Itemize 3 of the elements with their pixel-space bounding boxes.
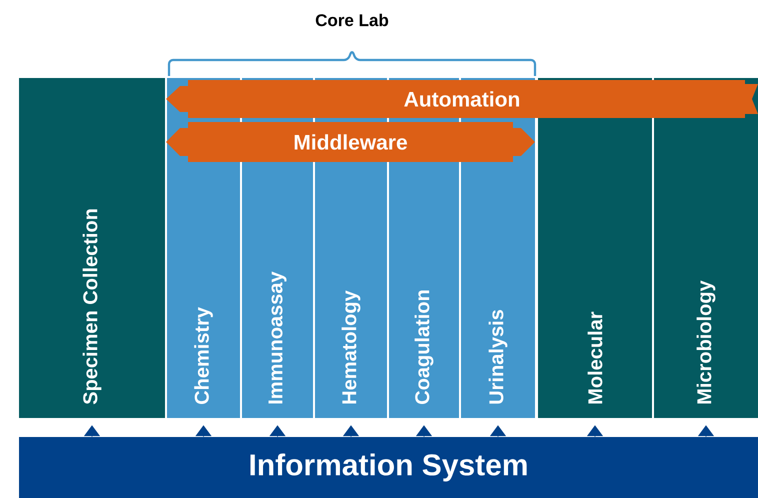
group-label: Core Lab [316, 14, 388, 26]
column-box: Specimen Collection [19, 78, 165, 418]
system-bar: Information System [19, 436, 758, 498]
